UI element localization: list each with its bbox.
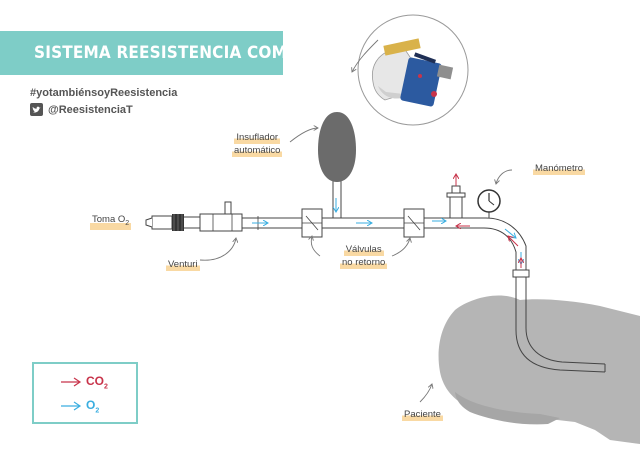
hashtag: #yotambiénsoyReesistencia <box>30 87 178 99</box>
page-title: SISTEMA REESISTENCIA COMPLETO <box>34 43 343 63</box>
label-valvulas: Válvulas no retorno <box>340 243 388 269</box>
label-paciente-text: Paciente <box>404 409 441 420</box>
label-valvulas-line2: no retorno <box>340 257 388 269</box>
title-banner: SISTEMA REESISTENCIA COMPLETO <box>0 31 343 75</box>
manometer-gauge <box>477 189 501 218</box>
check-valve-1 <box>301 208 323 238</box>
label-valvulas-line1: Válvulas <box>343 244 384 256</box>
flow-legend: CO2 O2 <box>32 362 138 424</box>
check-valve-2 <box>403 208 425 238</box>
insufflator-bag <box>318 112 356 182</box>
label-toma-o2-text: Toma O <box>92 214 126 225</box>
label-insuflador-line1: Insuflador <box>234 132 281 144</box>
label-manometro-text: Manómetro <box>535 163 584 174</box>
main-tube <box>145 178 606 373</box>
legend-co2-label: CO2 <box>86 374 108 391</box>
label-toma-o2-sub: 2 <box>125 219 130 227</box>
patient-silhouette <box>438 295 640 444</box>
co2-flow-arrows <box>456 174 521 268</box>
legend-co2-row: CO2 <box>60 374 108 390</box>
label-manometro: Manómetro <box>533 163 586 175</box>
label-insuflador: Insuflador automático <box>232 131 283 157</box>
twitter-handle: @ReesistenciaT <box>48 103 133 116</box>
exhaust-valve <box>446 185 466 219</box>
label-toma-o2: Toma O2 <box>90 214 132 230</box>
venturi-component <box>199 213 243 232</box>
twitter-icon <box>30 103 43 116</box>
legend-o2-label: O2 <box>86 398 100 415</box>
twitter-handle-row: @ReesistenciaT <box>30 103 133 116</box>
label-venturi: Venturi <box>166 259 200 271</box>
callout-arrows <box>199 39 513 403</box>
label-insuflador-line2: automático <box>232 145 283 157</box>
label-venturi-text: Venturi <box>168 259 198 270</box>
o2-flow-arrows <box>252 198 521 264</box>
label-paciente: Paciente <box>402 409 443 421</box>
valve-closeup-magnifier <box>357 14 469 126</box>
legend-o2-arrow-icon <box>61 401 82 411</box>
legend-co2-arrow-icon <box>61 377 82 387</box>
legend-o2-row: O2 <box>60 398 99 414</box>
